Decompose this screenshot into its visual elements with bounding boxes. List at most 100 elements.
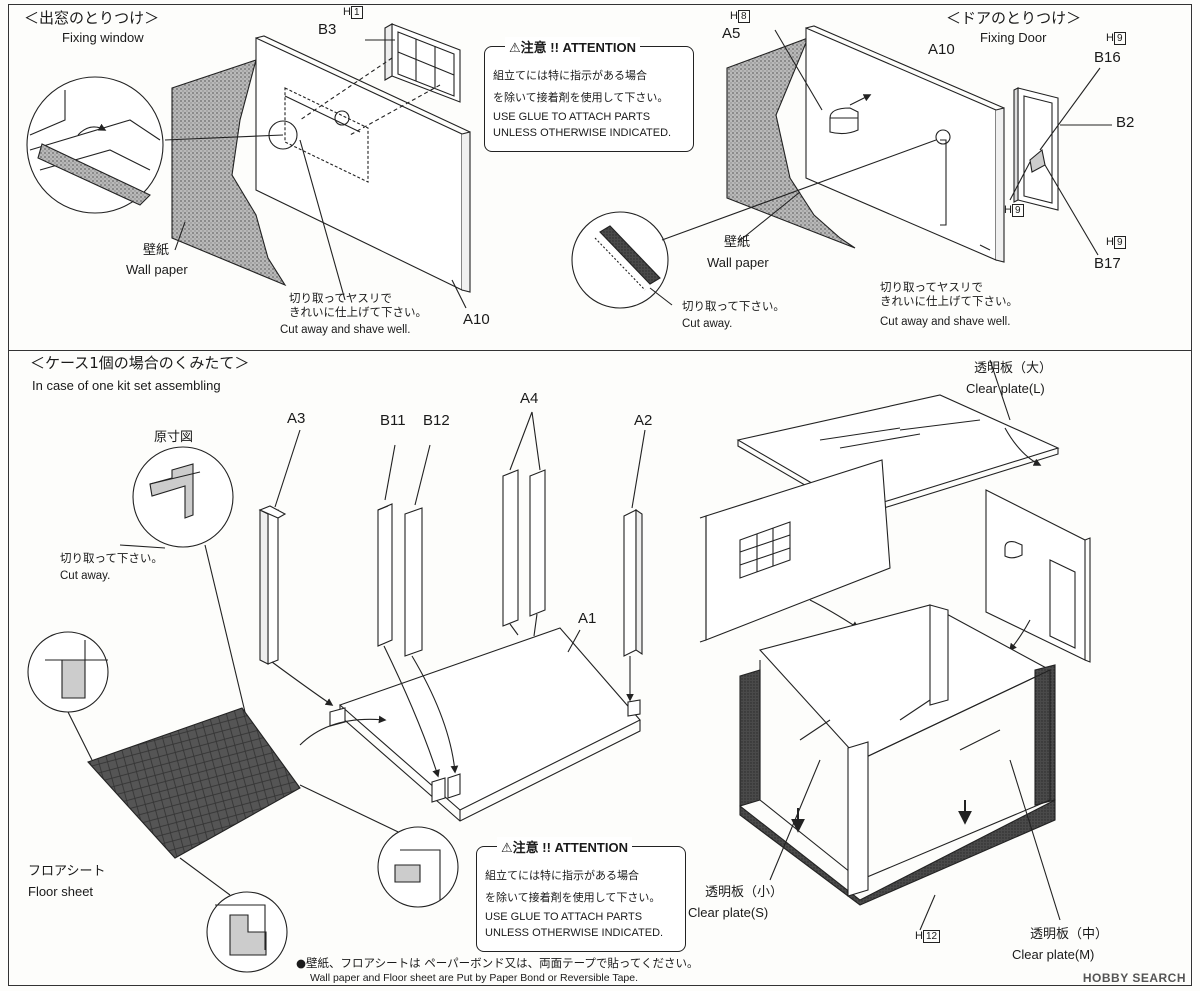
attention-title: ⚠注意 !! ATTENTION: [505, 37, 640, 56]
footer-note-jp: ●壁紙、フロアシートは ペーパーボンド又は、両面テープで貼ってください。: [296, 956, 699, 970]
label-clear-m-jp: 透明板（中）: [1030, 927, 1109, 942]
case-box: [758, 604, 1052, 761]
section-title-door-jp: ＜ドアのとりつけ＞: [946, 9, 1082, 27]
window-part-b3: [384, 23, 461, 103]
label-b16: B16: [1094, 49, 1121, 66]
label-cut-shave-jp2-left: きれいに仕上げて下さい。: [289, 305, 427, 319]
h-prefix: H: [1106, 236, 1114, 248]
label-cut-shave-jp1-right: 切り取ってヤスリで: [880, 280, 983, 294]
attention-en-1: USE GLUE TO ATTACH PARTS: [493, 111, 651, 123]
attention-jp-1: 組立てには特に指示がある場合: [485, 869, 639, 882]
zoom-circle-actual-size: [132, 446, 234, 548]
label-a3: A3: [287, 410, 306, 427]
post-part-b12: [404, 507, 423, 657]
label-a10-left: A10: [463, 311, 490, 328]
section-title-case-jp: ＜ケース1個の場合のくみたて＞: [30, 354, 250, 372]
label-wallpaper-en-left: Wall paper: [126, 262, 188, 277]
label-b11: B11: [380, 412, 406, 429]
h-prefix: H: [915, 930, 923, 942]
h-number: 1: [350, 6, 363, 19]
doorknob-part-a5: [829, 107, 859, 135]
page-frame: [8, 4, 1192, 986]
label-cut-jp-bottom: 切り取って下さい。: [60, 551, 163, 565]
post-part-b11: [377, 503, 393, 647]
watermark-logo: HOBBY SEARCH: [1082, 971, 1186, 985]
label-clear-s-jp: 透明板（小）: [705, 885, 784, 900]
zoom-circle-panel-edge: [571, 211, 669, 309]
label-a5: A5: [722, 25, 741, 42]
h-number: 8: [737, 10, 750, 23]
label-cut-jp-top: 切り取って下さい。: [682, 299, 785, 313]
label-b3: B3: [318, 21, 337, 38]
wall-panel-door: [985, 489, 1086, 661]
h-prefix: H: [1106, 32, 1114, 44]
window-mini: [739, 521, 791, 579]
wallpaper-sheet-left: [171, 59, 287, 287]
wall-panel-a10-right: [805, 27, 997, 261]
attention-en-2: UNLESS OTHERWISE INDICATED.: [485, 927, 664, 939]
attention-en-2: UNLESS OTHERWISE INDICATED.: [493, 127, 672, 139]
h-number: 9: [1113, 32, 1126, 45]
attention-jp-1: 組立てには特に指示がある場合: [493, 69, 647, 82]
h-prefix: H: [343, 6, 351, 18]
zoom-circle-window: [26, 76, 164, 214]
label-actual-size: 原寸図: [154, 430, 194, 445]
floor-sheet: [87, 707, 301, 859]
label-a10-right: A10: [928, 41, 955, 58]
footer-note-en: Wall paper and Floor sheet are Put by Pa…: [310, 972, 639, 984]
label-wallpaper-en-right: Wall paper: [707, 255, 769, 270]
post-part-a4-pair: [502, 469, 546, 627]
label-cut-shave-en-left: Cut away and shave well.: [280, 324, 411, 336]
post-part-a3: [258, 505, 287, 665]
section-divider: [8, 350, 1192, 351]
label-clear-l-en: Clear plate(L): [966, 381, 1045, 396]
post-part-a2: [623, 508, 643, 657]
door-frame-part-b2: [1009, 87, 1059, 211]
base-part-a1: [338, 627, 641, 811]
label-clear-s-en: Clear plate(S): [688, 905, 769, 920]
attention-en-1: USE GLUE TO ATTACH PARTS: [485, 911, 643, 923]
label-a1: A1: [578, 610, 597, 627]
label-cut-shave-en-right: Cut away and shave well.: [880, 316, 1011, 328]
attention-jp-2: を除いて接着剤を使用して下さい。: [485, 891, 661, 904]
h-number: 9: [1113, 236, 1126, 249]
section-title-window-en: Fixing window: [62, 30, 144, 45]
label-b12: B12: [423, 412, 450, 429]
attention-jp-2: を除いて接着剤を使用して下さい。: [493, 91, 669, 104]
h-number: 12: [922, 930, 941, 943]
label-cut-shave-jp2-right: きれいに仕上げて下さい。: [880, 294, 1018, 308]
h-prefix: H: [730, 10, 738, 22]
label-cut-shave-jp1-left: 切り取ってヤスリで: [289, 291, 392, 305]
label-cut-en-top: Cut away.: [682, 318, 733, 330]
label-cut-en-bottom: Cut away.: [60, 570, 111, 582]
window-opening: [284, 87, 369, 183]
label-clear-m-en: Clear plate(M): [1012, 947, 1095, 962]
label-b17: B17: [1094, 255, 1121, 272]
wallpaper-sheet-right: [726, 37, 856, 249]
wall-panel-window: [705, 459, 891, 641]
h-prefix: H: [1004, 204, 1012, 216]
section-title-door-en: Fixing Door: [980, 30, 1047, 45]
section-title-case-en: In case of one kit set assembling: [32, 378, 221, 393]
label-floor-jp: フロアシート: [28, 864, 106, 879]
section-title-window-jp: ＜出窓のとりつけ＞: [24, 9, 160, 27]
label-clear-l-jp: 透明板（大）: [974, 361, 1053, 376]
attention-title: ⚠注意 !! ATTENTION: [497, 837, 632, 856]
label-b2: B2: [1116, 114, 1135, 131]
label-a4: A4: [520, 390, 539, 407]
label-floor-en: Floor sheet: [28, 884, 94, 899]
label-a2: A2: [634, 412, 653, 429]
label-wallpaper-jp-right: 壁紙: [724, 235, 751, 250]
attention-box-bottom: ⚠注意 !! ATTENTION 組立てには特に指示がある場合 を除いて接着剤を…: [476, 837, 686, 952]
attention-box-top: ⚠注意 !! ATTENTION 組立てには特に指示がある場合 を除いて接着剤を…: [484, 37, 694, 152]
h-number: 9: [1011, 204, 1024, 217]
label-wallpaper-jp-left: 壁紙: [143, 243, 170, 258]
